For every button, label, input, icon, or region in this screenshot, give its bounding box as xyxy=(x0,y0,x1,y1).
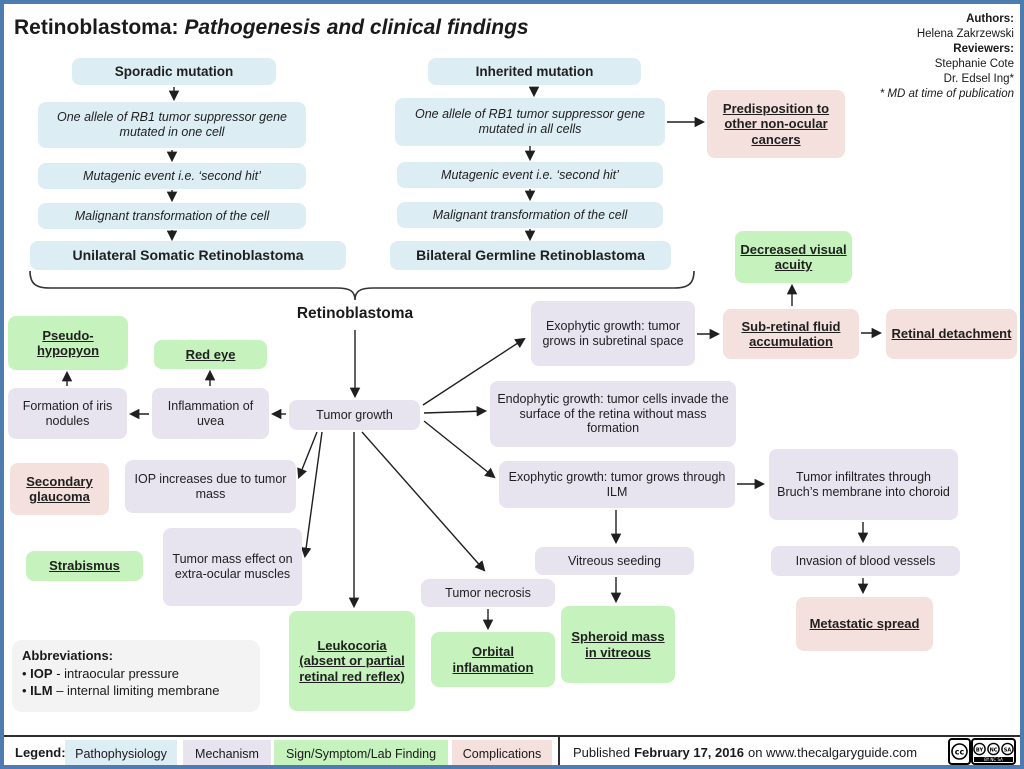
node-blood-vessel-invasion: Invasion of blood vessels xyxy=(771,546,960,576)
abbreviations-box: Abbreviations: IOP - intraocular pressur… xyxy=(12,640,260,712)
page-title: Retinoblastoma: Pathogenesis and clinica… xyxy=(14,16,529,40)
node-subretinal-fluid-accumulation: Sub-retinal fluid accumulation xyxy=(723,309,859,359)
node-unilateral-somatic-retinoblastoma: Unilateral Somatic Retinoblastoma xyxy=(30,241,346,270)
credits-block: Authors: Helena Zakrzewski Reviewers: St… xyxy=(880,12,1014,102)
node-sporadic-allele: One allele of RB1 tumor suppressor gene … xyxy=(38,102,306,148)
node-iris-nodules: Formation of iris nodules xyxy=(8,388,127,439)
reviewer-name: Dr. Edsel Ing* xyxy=(943,72,1014,85)
node-tumor-growth: Tumor growth xyxy=(289,400,420,430)
node-uvea-inflammation: Inflammation of uvea xyxy=(152,388,269,439)
node-inherited-mutagenic-event: Mutagenic event i.e. ‘second hit’ xyxy=(397,162,663,188)
legend-item-sign-symptom: Sign/Symptom/Lab Finding xyxy=(274,740,448,767)
title-subtitle: Pathogenesis and clinical findings xyxy=(184,16,529,39)
node-metastatic-spread: Metastatic spread xyxy=(796,597,933,651)
abbreviation-term: ILM xyxy=(30,683,53,699)
node-retinoblastoma-label: Retinoblastoma xyxy=(296,305,414,322)
legend-item-mechanism: Mechanism xyxy=(183,740,271,767)
credits-note: * MD at time of publication xyxy=(879,87,1014,100)
node-pseudohypopyon: Pseudo-hypopyon xyxy=(8,316,128,370)
abbreviations-title: Abbreviations: xyxy=(22,648,114,663)
published-prefix: Published xyxy=(573,744,631,760)
published-line: Published February 17, 2016 on www.theca… xyxy=(573,738,917,766)
brace xyxy=(29,270,695,301)
node-bilateral-germline-retinoblastoma: Bilateral Germline Retinoblastoma xyxy=(390,241,671,270)
node-leukocoria: Leukocoria (absent or partial retinal re… xyxy=(289,611,415,711)
authors-label: Authors: xyxy=(966,13,1014,25)
legend-item-complications: Complications xyxy=(452,740,552,767)
node-iop-increase: IOP increases due to tumor mass xyxy=(125,460,296,513)
abbreviation-item: ILM – internal limiting membrane xyxy=(22,682,250,700)
node-sporadic-mutation: Sporadic mutation xyxy=(72,58,276,85)
node-inherited-allele: One allele of RB1 tumor suppressor gene … xyxy=(395,98,665,146)
abbreviation-definition: – internal limiting membrane xyxy=(56,683,220,699)
node-spheroid-mass: Spheroid mass in vitreous xyxy=(561,606,675,683)
node-endophytic-growth: Endophytic growth: tumor cells invade th… xyxy=(490,381,736,447)
node-strabismus: Strabismus xyxy=(26,551,143,581)
node-orbital-inflammation: Orbital inflammation xyxy=(431,632,555,687)
node-vitreous-seeding: Vitreous seeding xyxy=(535,547,694,575)
node-predisposition-nonocular-cancers: Predisposition to other non-ocular cance… xyxy=(707,90,845,158)
node-bruchs-membrane-infiltration: Tumor infiltrates through Bruch’s membra… xyxy=(769,449,958,520)
svg-text:NC: NC xyxy=(990,748,998,754)
abbreviation-item: IOP - intraocular pressure xyxy=(22,665,250,683)
svg-text:BY NC SA: BY NC SA xyxy=(984,757,1003,762)
node-secondary-glaucoma: Secondary glaucoma xyxy=(10,463,109,515)
footer-divider-line xyxy=(4,735,1020,737)
published-site: on www.thecalgaryguide.com xyxy=(747,744,918,760)
node-sporadic-mutagenic-event: Mutagenic event i.e. ‘second hit’ xyxy=(38,163,306,189)
abbreviation-definition: - intraocular pressure xyxy=(56,665,180,681)
node-inherited-mutation: Inherited mutation xyxy=(428,58,641,85)
footer-vertical-divider xyxy=(558,737,560,765)
cc-license-badge: cc BY NC SA BY NC SA xyxy=(948,738,1016,765)
published-date: February 17, 2016 xyxy=(634,744,744,760)
legend-label: Legend: xyxy=(15,745,66,760)
node-tumor-mass-effect: Tumor mass effect on extra-ocular muscle… xyxy=(163,528,302,606)
node-red-eye: Red eye xyxy=(154,340,267,369)
legend-item-pathophysiology: Pathophysiology xyxy=(65,740,177,767)
svg-text:SA: SA xyxy=(1004,748,1012,754)
abbreviation-term: IOP xyxy=(30,665,53,681)
node-exophytic-ilm-growth: Exophytic growth: tumor grows through IL… xyxy=(499,461,735,508)
node-tumor-necrosis: Tumor necrosis xyxy=(421,579,555,607)
node-inherited-malignant-transformation: Malignant transformation of the cell xyxy=(397,202,663,228)
author-name: Helena Zakrzewski xyxy=(916,27,1014,40)
node-decreased-visual-acuity: Decreased visual acuity xyxy=(735,231,852,283)
node-sporadic-malignant-transformation: Malignant transformation of the cell xyxy=(38,203,306,229)
node-retinal-detachment: Retinal detachment xyxy=(886,309,1017,359)
title-main: Retinoblastoma: xyxy=(14,16,179,39)
reviewer-name: Stephanie Cote xyxy=(934,57,1014,70)
svg-text:BY: BY xyxy=(976,748,984,754)
node-exophytic-subretinal-growth: Exophytic growth: tumor grows in subreti… xyxy=(531,301,695,366)
svg-text:cc: cc xyxy=(955,748,965,757)
reviewers-label: Reviewers: xyxy=(953,42,1014,55)
